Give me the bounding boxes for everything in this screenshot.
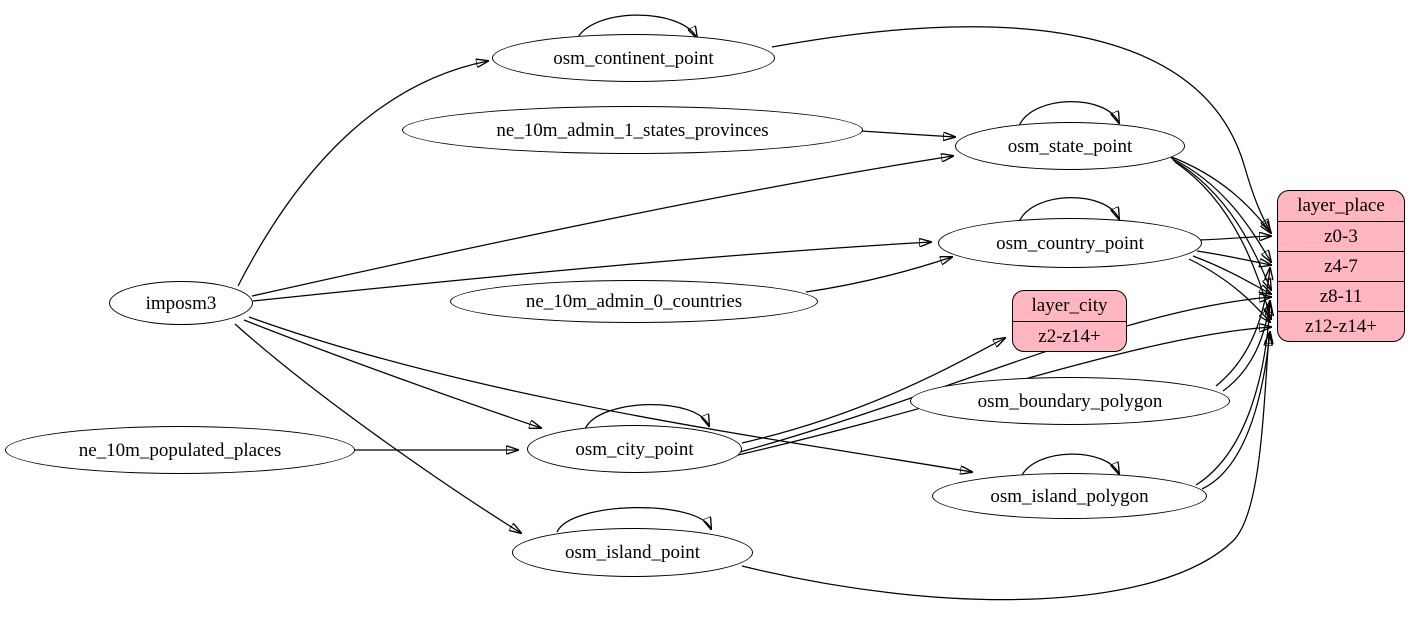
edge-ne-10m-admin-0-countries-osm-country-point — [805, 257, 952, 293]
node-label: osm_country_point — [996, 232, 1144, 254]
edge-loop-osm-city-point — [584, 403, 709, 430]
node-label: osm_boundary_polygon — [977, 390, 1163, 412]
node-label: ne_10m_admin_0_countries — [525, 291, 743, 312]
node-osm-island-polygon: osm_island_polygon — [932, 473, 1207, 519]
edge-ne-10m-admin-1-states-provinces-osm-state-point — [860, 130, 955, 137]
node-label: imposm3 — [145, 292, 217, 314]
edge-osm-city-point-layer-place-z8-11 — [739, 297, 1271, 453]
node-label: ne_10m_populated_places — [78, 439, 282, 461]
edge-osm-continent-point-layer-place-z0-3 — [771, 26, 1270, 231]
node-osm-country-point: osm_country_point — [938, 218, 1202, 268]
node-osm-island-point: osm_island_point — [512, 528, 753, 577]
edge-osm-boundary-polygon-layer-place-z4-7 — [1215, 268, 1270, 387]
edge-osm-state-point-layer-place-z0-3 — [1168, 155, 1271, 233]
node-label: osm_continent_point — [553, 47, 714, 69]
record-row-z12-z14: z12-z14+ — [1278, 311, 1404, 341]
edge-imposm3-osm-island-polygon — [248, 316, 972, 472]
node-osm-state-point: osm_state_point — [955, 122, 1185, 170]
node-ne-10m-populated-places: ne_10m_populated_places — [5, 426, 355, 474]
node-label: osm_island_polygon — [990, 485, 1149, 507]
edge-loop-osm-island-point — [556, 507, 711, 533]
record-row-z8-11: z8-11 — [1278, 281, 1404, 311]
edge-osm-state-point-layer-place-z4-7 — [1170, 157, 1271, 262]
edge-imposm3-osm-city-point — [243, 319, 541, 428]
record-row-z2-z14: z2-z14+ — [1013, 321, 1126, 351]
edge-loop-osm-country-point — [1018, 197, 1119, 223]
edge-osm-country-point-layer-place-z8-11 — [1192, 255, 1271, 294]
edge-loop-osm-continent-point — [575, 14, 697, 42]
record-title: layer_city — [1031, 295, 1108, 316]
record-row-z0-3: z0-3 — [1278, 221, 1404, 251]
edge-osm-state-point-layer-place-z8-11 — [1172, 159, 1271, 290]
record-row-z4-7: z4-7 — [1278, 251, 1404, 281]
edge-loop-osm-island-polygon — [1020, 453, 1119, 478]
edge-osm-country-point-layer-place-z0-3 — [1199, 236, 1271, 240]
node-layer-place: layer_place z0-3 z4-7 z8-11 z12-z14+ — [1277, 190, 1405, 342]
node-osm-city-point: osm_city_point — [527, 425, 742, 473]
node-label: osm_city_point — [575, 438, 694, 460]
node-label: osm_state_point — [1007, 135, 1133, 157]
edge-osm-island-point-layer-place-z12-z14 — [741, 334, 1269, 601]
node-layer-city: layer_city z2-z14+ — [1012, 290, 1127, 352]
record-title: layer_place — [1297, 195, 1385, 216]
node-osm-continent-point: osm_continent_point — [492, 34, 775, 82]
edge-imposm3-osm-country-point — [252, 242, 931, 302]
node-label: osm_island_point — [564, 542, 701, 563]
edge-imposm3-osm-island-point — [234, 323, 521, 533]
node-label: ne_10m_admin_1_states_provinces — [496, 119, 769, 141]
node-ne-10m-admin-1-states-provinces: ne_10m_admin_1_states_provinces — [402, 106, 863, 154]
node-osm-boundary-polygon: osm_boundary_polygon — [910, 377, 1230, 425]
edge-imposm3-osm-continent-point — [237, 61, 488, 287]
edge-loop-osm-state-point — [1018, 101, 1119, 127]
edge-osm-country-point-layer-place-z12-z14 — [1188, 258, 1270, 322]
edge-imposm3-osm-state-point — [251, 156, 953, 297]
edge-osm-city-point-layer-place-z12-z14 — [737, 327, 1271, 456]
edge-osm-country-point-layer-place-z4-7 — [1196, 250, 1271, 265]
edge-osm-island-polygon-layer-place-z8-11 — [1195, 304, 1270, 486]
edge-osm-city-point-layer-city-z2 — [741, 338, 1005, 444]
node-ne-10m-admin-0-countries: ne_10m_admin_0_countries — [450, 280, 818, 323]
node-imposm3: imposm3 — [109, 281, 253, 325]
